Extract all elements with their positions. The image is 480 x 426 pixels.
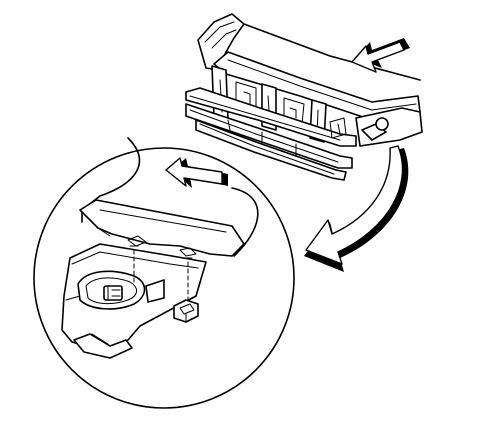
- retainer-clip: [173, 299, 199, 323]
- curved-callout-arrow: [304, 145, 409, 272]
- detail-magnifier-circle: [33, 147, 295, 409]
- air-baffle-panel: [79, 137, 259, 257]
- bumper-bracket: [61, 243, 207, 359]
- direction-arrow: [351, 38, 410, 73]
- front-bumper: [185, 87, 357, 181]
- vehicle-front-view: [185, 13, 423, 181]
- inner-direction-arrow: [165, 157, 228, 188]
- alignment-guides: [129, 245, 193, 301]
